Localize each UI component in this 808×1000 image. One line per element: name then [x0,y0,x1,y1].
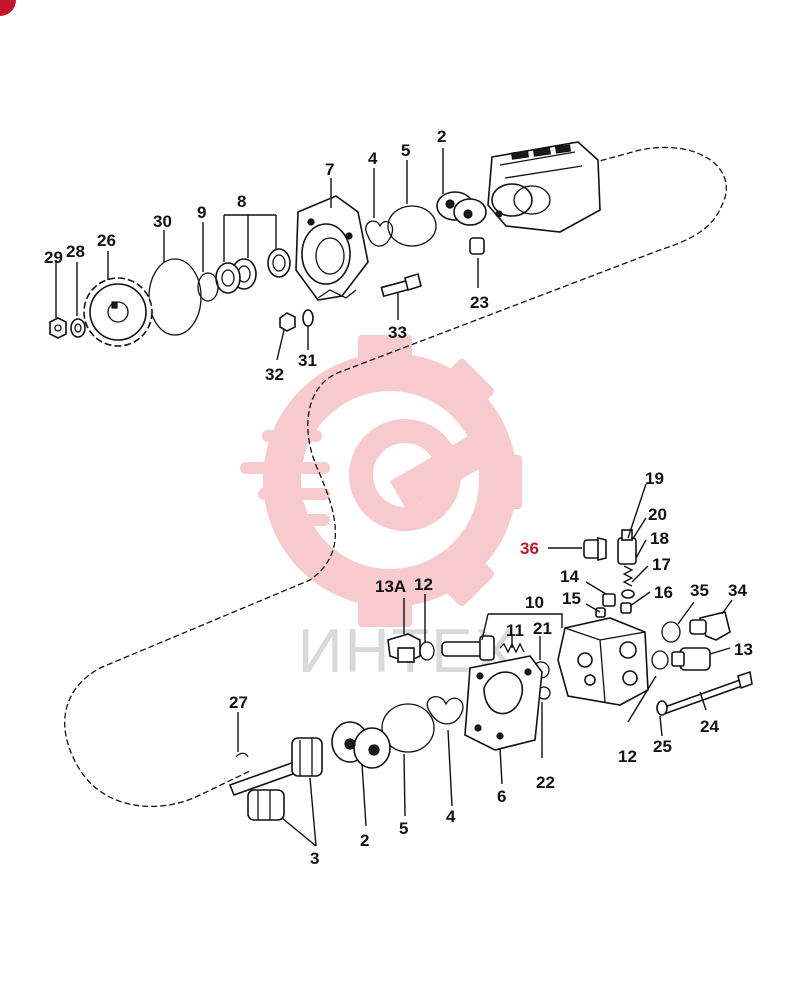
callout-3: 3 [310,849,319,868]
relief-valve-assembly [617,529,637,599]
o-ring-35 [661,621,681,643]
callout-5-lower: 5 [399,819,408,838]
pump-cover-upper [295,195,369,301]
figure-eight-seal-upper [365,220,394,247]
callout-33: 33 [388,323,407,342]
leader-lines [55,148,733,847]
callout-2-upper: 2 [437,127,446,146]
callout-4-upper: 4 [368,149,378,168]
callout-27: 27 [229,693,248,712]
bolt-washer [656,700,668,716]
callout-8: 8 [237,192,246,211]
callout-5-upper: 5 [401,141,410,160]
callout-24: 24 [700,717,719,736]
lock-washer [302,309,314,327]
pump-housing [487,141,601,233]
hex-nut [49,317,67,339]
callout-23: 23 [470,293,489,312]
callout-14: 14 [560,567,579,586]
small-plug [620,602,632,614]
elbow-fitting-36 [583,536,607,562]
callout-31: 31 [298,351,317,370]
gear-pair-lower [331,721,391,769]
callout-6: 6 [497,787,506,806]
callout-22: 22 [536,773,555,792]
connector-13 [671,647,711,671]
woodruff-key [235,752,249,758]
valve-spool [441,635,525,661]
callout-9: 9 [197,203,206,222]
elbow-connector-34 [689,611,731,641]
hex-nut-hole [54,324,62,332]
callout-20: 20 [648,505,667,524]
washer [70,318,86,338]
o-ring-seal-upper [387,205,437,247]
shaft-seal-set [215,248,291,294]
dowel-pin [469,237,485,255]
callout-18: 18 [650,529,669,548]
callout-4-lower: 4 [446,807,456,826]
callout-19: 19 [645,469,664,488]
callout-12-left: 12 [414,575,433,594]
callout-10: 10 [525,593,544,612]
callout-25: 25 [653,737,672,756]
large-o-ring [148,258,202,336]
plug-fitting [602,593,616,607]
callout-28: 28 [66,242,85,261]
callout-17: 17 [652,555,671,574]
callout-12-right: 12 [618,747,637,766]
gear-pair-upper [436,191,487,226]
o-ring-seal-lower [381,703,435,753]
callout-15: 15 [562,589,581,608]
watermark-logo [240,335,522,627]
callout-21: 21 [533,619,552,638]
callout-35: 35 [690,581,709,600]
drive-gear [83,277,153,347]
callout-13a: 13A [375,577,406,596]
long-bolt [660,670,753,716]
valve-body [557,617,649,706]
callout-30: 30 [153,212,172,231]
callout-7: 7 [325,160,334,179]
callout-34: 34 [728,581,747,600]
pump-cover-lower [464,655,543,751]
callout-13: 13 [734,640,753,659]
snap-ring [197,272,219,302]
o-ring-12-right [651,650,669,670]
washer-hole [74,323,82,333]
drive-shaft-gears [228,737,323,821]
callout-26: 26 [97,231,116,250]
envelope-outline [64,146,727,808]
callout-16: 16 [654,583,673,602]
callout-11: 11 [506,621,524,640]
small-nut [279,312,296,332]
callout-32: 32 [265,365,284,384]
plug-13a [387,633,421,663]
o-ring-12-left [419,641,435,661]
corner-mark [0,0,16,16]
cap-screw [380,272,422,298]
callout-36: 36 [520,539,539,558]
callout-labels: 2 4 5 7 8 9 30 26 28 29 23 33 31 32 19 2… [44,127,753,868]
callout-2-lower: 2 [360,831,369,850]
figure-eight-seal-lower [426,696,464,725]
pipe-plug [595,607,606,618]
callout-29: 29 [44,248,63,267]
